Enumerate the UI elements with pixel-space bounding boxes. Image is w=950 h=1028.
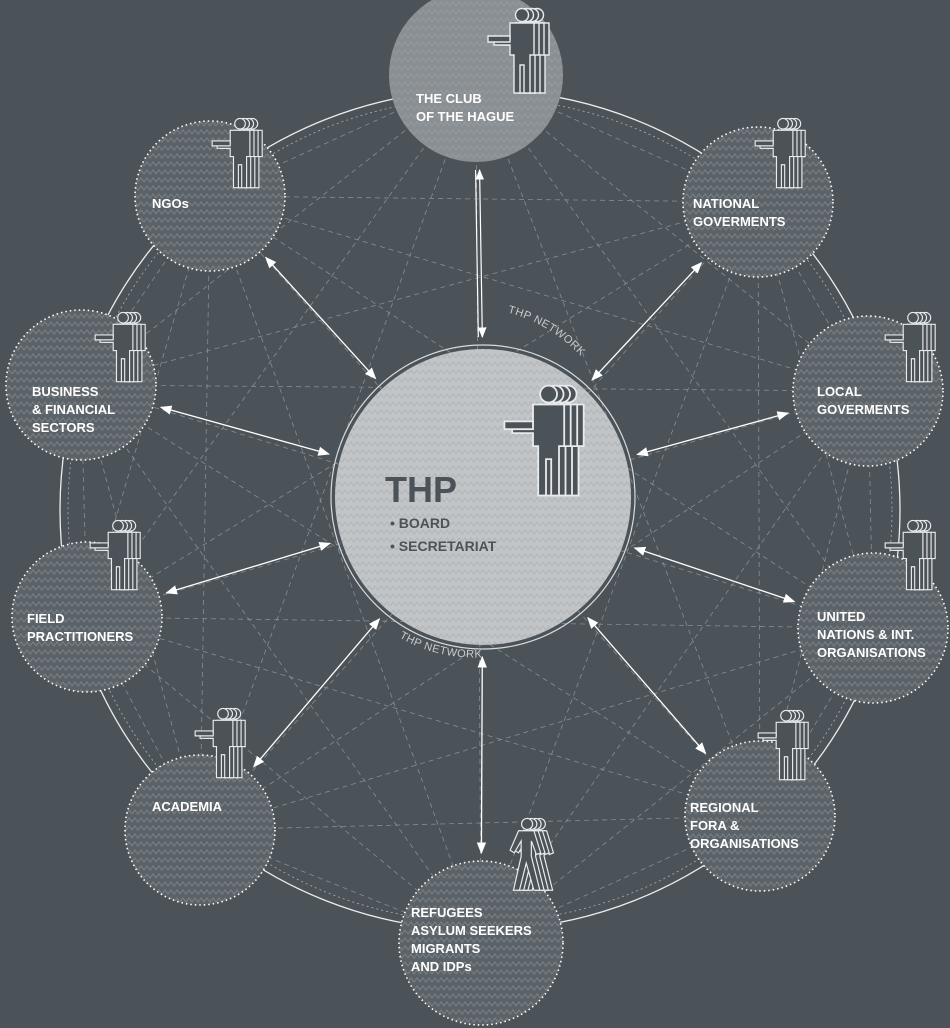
arrow-regional (587, 616, 707, 755)
node-label-local: GOVERMENTS (817, 402, 910, 417)
node-label-national: NATIONAL (693, 196, 759, 211)
node-field: FIELD PRACTITIONERS (11, 519, 163, 693)
person-group-icon (757, 709, 809, 781)
arrow-ngos (264, 256, 377, 380)
node-refugees: REFUGEES ASYLUM SEEKERS MIGRANTS AND IDPs (398, 817, 564, 1026)
center-person-group (503, 384, 585, 497)
thp-network-label-top: THP NETWORK (507, 304, 588, 359)
arrow-academia (252, 618, 381, 768)
person-group-icon (503, 384, 585, 497)
mesh-line (80, 384, 201, 831)
person-group-icon (94, 311, 146, 383)
person-group-icon (884, 311, 936, 383)
node-un: UNITED NATIONS & INT. ORGANISATIONS (797, 519, 949, 704)
arrow-national (591, 261, 703, 381)
mesh-line (480, 627, 874, 944)
connection-arrows (159, 168, 796, 855)
node-local: LOCAL GOVERMENTS (792, 311, 944, 467)
node-label-business: & FINANCIAL (32, 402, 115, 417)
node-label-refugees: MIGRANTS (411, 941, 481, 956)
node-label-regional: ORGANISATIONS (690, 836, 799, 851)
node-label-field: FIELD (27, 611, 65, 626)
node-label-refugees: AND IDPs (411, 959, 472, 974)
node-label-club: OF THE HAGUE (416, 109, 515, 124)
node-label-club: THE CLUB (416, 91, 482, 106)
thp-title: THP (385, 469, 457, 510)
node-label-local: LOCAL (817, 384, 862, 399)
walking-person-icon (509, 817, 555, 891)
node-circle (792, 315, 944, 467)
arrow-field (165, 541, 331, 595)
arrow-refugees (476, 655, 487, 855)
node-club: THE CLUB OF THE HAGUE (389, 0, 563, 162)
node-label-regional: FORA & (690, 818, 739, 833)
person-group-icon (194, 707, 246, 779)
person-group-icon (211, 117, 263, 189)
person-group-icon (89, 519, 141, 591)
mesh-line (199, 195, 211, 831)
mesh-line (475, 74, 874, 629)
mesh-line (475, 74, 759, 203)
node-academia: ACADEMIA (124, 707, 276, 906)
person-group-icon (754, 117, 806, 189)
node-label-academia: ACADEMIA (152, 799, 223, 814)
node-label-un: ORGANISATIONS (817, 645, 926, 660)
node-label-ngos: NGOs (152, 196, 189, 211)
node-circle (124, 754, 276, 906)
node-label-un: UNITED (817, 609, 865, 624)
thp-center: THP NETWORK THP NETWORK THP • BOARD • SE… (330, 304, 636, 661)
node-label-regional: REGIONAL (690, 800, 759, 815)
mesh-line (199, 815, 761, 831)
thp-center-circle (335, 349, 631, 645)
node-label-national: GOVERMENTS (693, 214, 786, 229)
arrow-club (475, 168, 487, 339)
node-label-business: BUSINESS (32, 384, 99, 399)
mesh-line (209, 195, 869, 392)
node-circle (684, 740, 836, 892)
thp-item-secretariat: • SECRETARIAT (390, 538, 497, 554)
node-national: NATIONAL GOVERMENTS (682, 117, 834, 278)
node-label-refugees: REFUGEES (411, 905, 483, 920)
node-circle (797, 552, 949, 704)
arrow-business (159, 405, 330, 456)
node-circle (398, 860, 564, 1026)
mesh-line (209, 195, 482, 944)
node-business: BUSINESS & FINANCIAL SECTORS (5, 309, 157, 461)
thp-item-board: • BOARD (390, 515, 450, 531)
node-label-refugees: ASYLUM SEEKERS (411, 923, 532, 938)
node-label-un: NATIONS & INT. (817, 627, 914, 642)
mesh-line (199, 74, 477, 831)
mesh-line (757, 201, 761, 817)
mesh-line (209, 195, 759, 203)
person-group-icon (884, 519, 936, 591)
node-ngos: NGOs (134, 117, 286, 272)
node-label-business: SECTORS (32, 420, 95, 435)
mesh-line (86, 616, 482, 944)
node-regional: REGIONAL FORA & ORGANISATIONS (684, 709, 836, 892)
arrow-un (633, 546, 796, 603)
thp-network-ring (330, 344, 636, 650)
person-group-icon (487, 7, 550, 94)
mesh-line (199, 627, 874, 831)
node-label-field: PRACTITIONERS (27, 629, 134, 644)
arrow-local (636, 411, 790, 457)
mesh-line (80, 384, 761, 817)
